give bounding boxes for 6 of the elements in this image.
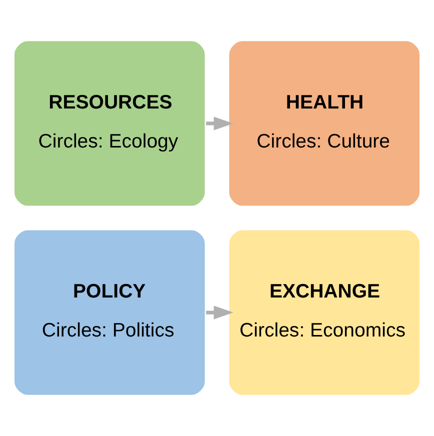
node-box: HEALTH Circles: Culture: [226, 38, 422, 208]
node-box: RESOURCES Circles: Ecology: [12, 38, 208, 208]
node-box: EXCHANGE Circles: Economics: [226, 228, 422, 398]
arrow: [206, 306, 234, 320]
node-box: POLICY Circles: Politics: [12, 228, 208, 398]
arrow: [206, 116, 234, 130]
